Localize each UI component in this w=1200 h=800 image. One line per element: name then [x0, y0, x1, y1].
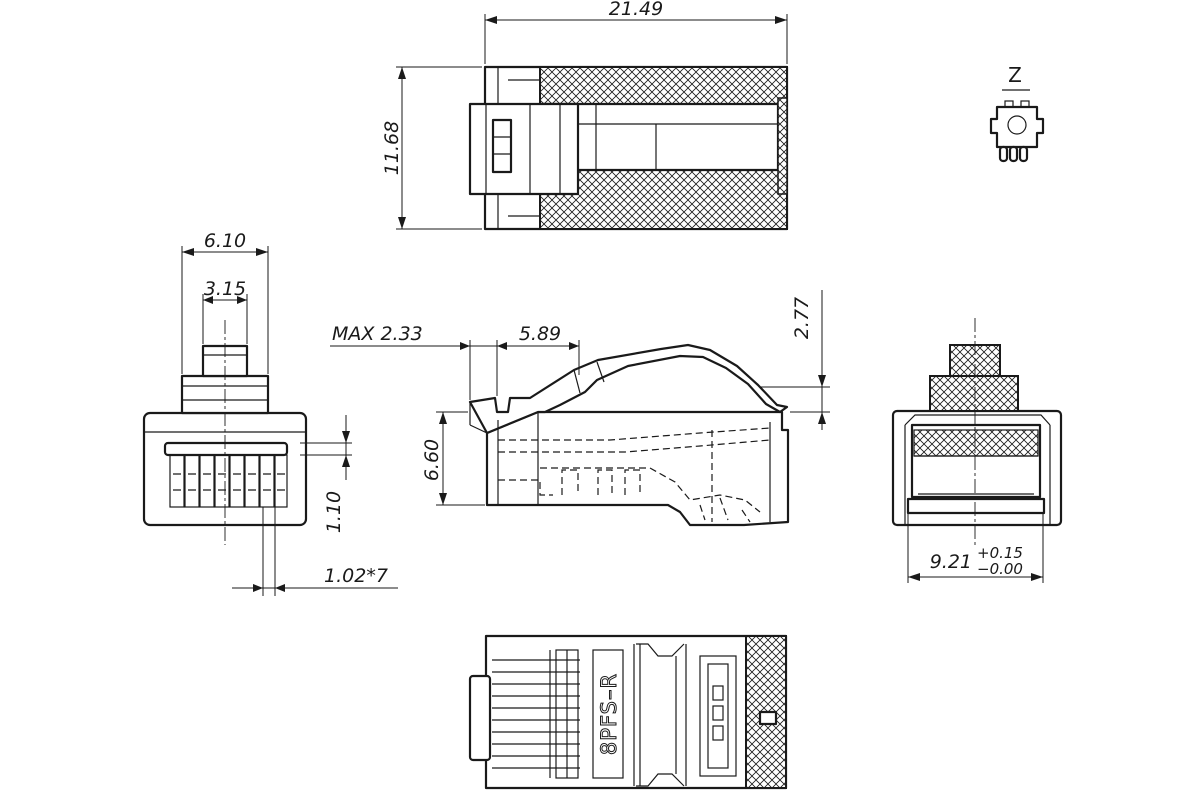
- bottom-view: 8PFS–R: [468, 634, 788, 790]
- side-view: MAX 2.33 5.89 2.77 6.60: [330, 290, 830, 527]
- detail-z-view: Z: [989, 63, 1045, 163]
- dim-latch-width: 3.15: [204, 278, 246, 300]
- dim-max-offset: MAX 2.33: [332, 323, 423, 345]
- dim-latch-rise: 2.77: [791, 297, 813, 339]
- dim-latch-offset: 5.89: [519, 323, 561, 345]
- part-marking: 8PFS–R: [597, 673, 621, 755]
- dim-contact-depth: 1.10: [323, 491, 345, 533]
- front-view: 6.10 3.15 1.10 1.02*7: [142, 230, 398, 596]
- dim-body-height: 6.60: [421, 439, 443, 481]
- front-contacts: [169, 454, 288, 508]
- cable-channel: [538, 102, 780, 172]
- bottom-contacts: [492, 659, 580, 769]
- dim-rear-tolerance-plus: +0.15: [977, 544, 1023, 562]
- dim-rear-tolerance-minus: −0.00: [977, 560, 1023, 578]
- dim-front-width: 6.10: [204, 230, 246, 252]
- rear-view: 9.21 +0.15 −0.00: [891, 318, 1063, 583]
- dim-rear-width: 9.21: [930, 551, 972, 573]
- dim-overall-length: 21.49: [609, 0, 663, 20]
- view-z-label: Z: [1008, 63, 1022, 87]
- dim-contact-pitch: 1.02*7: [324, 565, 388, 587]
- top-view: 21.49 11.68: [381, 0, 789, 231]
- dim-overall-height: 11.68: [381, 121, 403, 175]
